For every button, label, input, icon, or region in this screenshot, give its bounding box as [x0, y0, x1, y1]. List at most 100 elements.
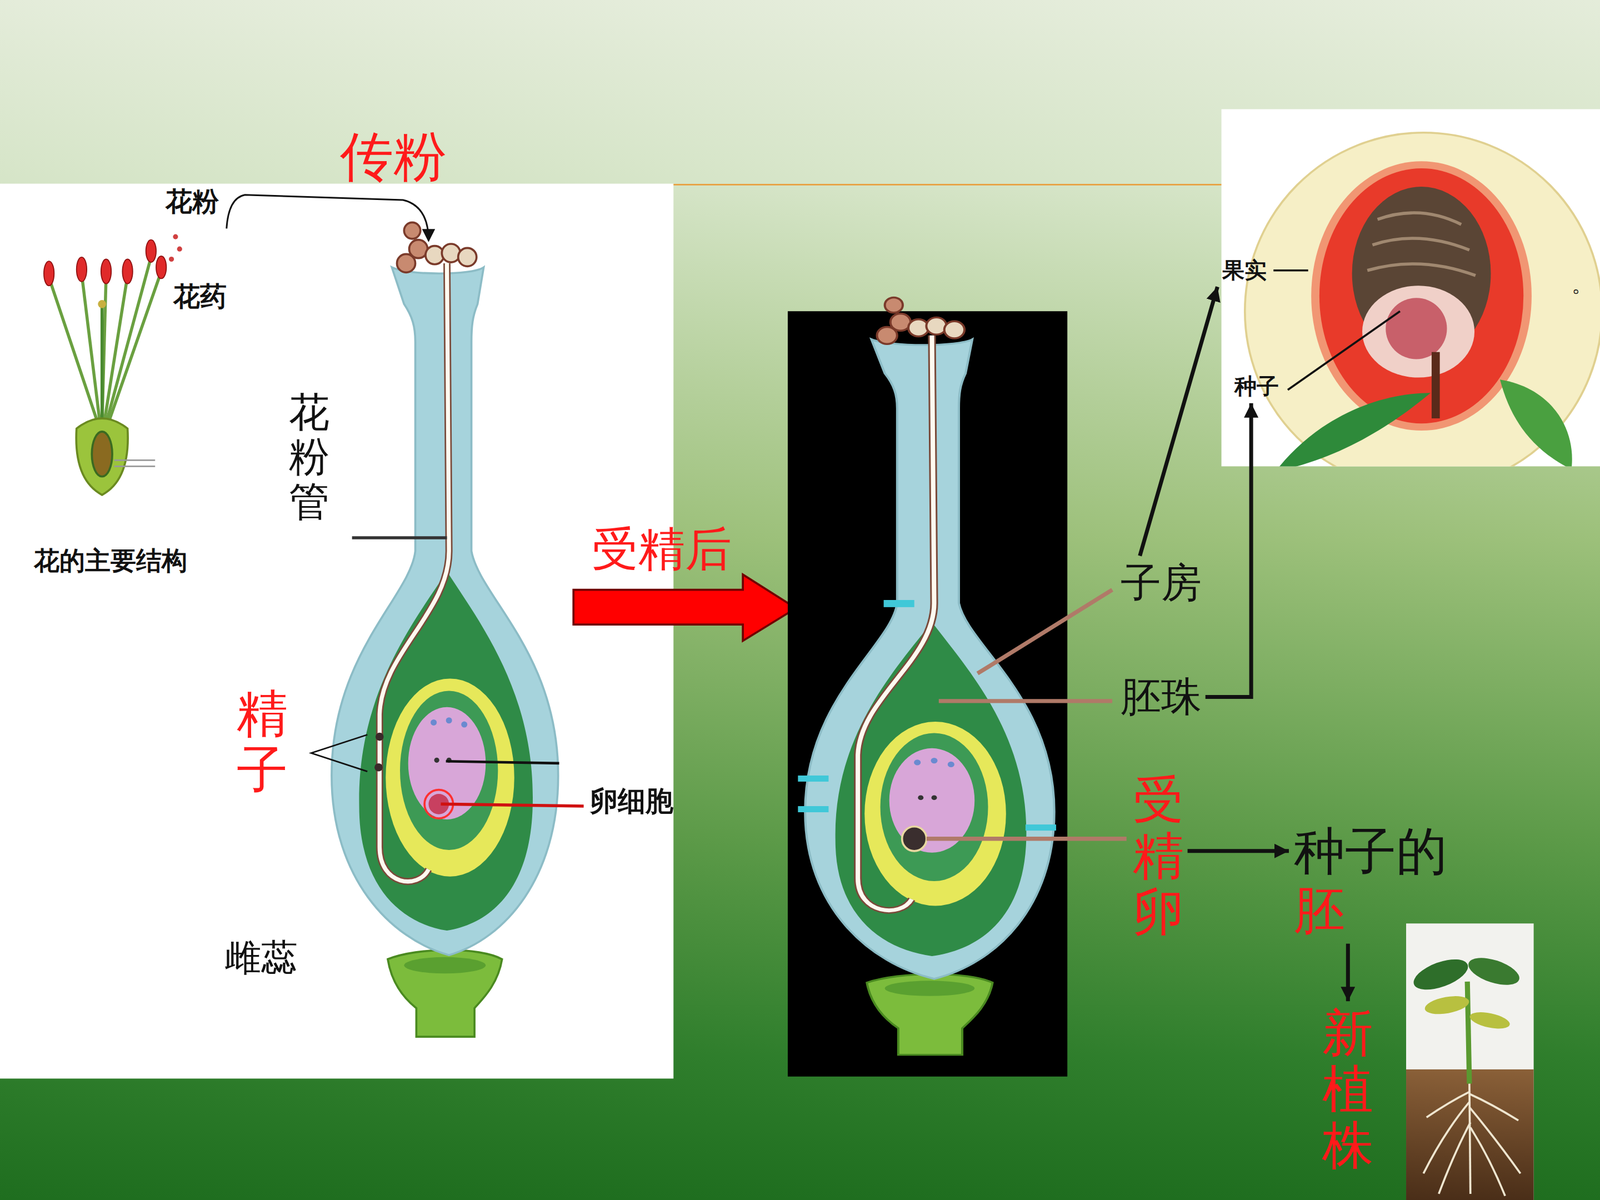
left-panel [0, 183, 674, 1079]
pistil-fertilized [797, 775, 829, 782]
seedling-photo [1406, 923, 1534, 1200]
part-label: 雌蕊 [224, 936, 298, 979]
leader-lines-left [352, 536, 448, 540]
peach-figure [1275, 392, 1431, 467]
text-node: 子房 [1118, 557, 1204, 608]
node-text: 新植株 [1322, 1005, 1374, 1174]
part-label: 精子 [236, 685, 288, 798]
flower-illustration [114, 459, 155, 462]
flower-illustration [76, 257, 87, 282]
part-label: 。 [1571, 273, 1593, 297]
leader-lines-left [311, 734, 368, 772]
flower-illustration [122, 259, 133, 284]
pistil-fertilized [805, 297, 1055, 1055]
block-arrow [573, 574, 796, 641]
text-node: 种子 [1232, 371, 1281, 401]
flow-arrow [1187, 848, 1289, 853]
flower-illustration [48, 257, 162, 434]
seedling-photo [1406, 1069, 1534, 1200]
seedling-photo [1469, 1093, 1519, 1121]
leader-lines-middle [938, 698, 1113, 703]
part-label: 花粉管 [288, 390, 330, 525]
leader-lines-left [446, 761, 560, 764]
flower-illustration [101, 259, 112, 284]
node-text: 种子的 [1293, 822, 1448, 882]
flower-illustration [76, 418, 128, 495]
flow-arrow [1140, 286, 1218, 556]
pistil-left [331, 222, 559, 1037]
node-text: 胚 [1293, 881, 1448, 940]
seedling-photo [1470, 1127, 1505, 1197]
peach-figure [1367, 212, 1476, 276]
flower-illustration [81, 273, 100, 424]
seedling-photo [1410, 953, 1473, 997]
pistil-fertilized [805, 297, 1055, 1055]
node-text: 受精卵 [1132, 771, 1184, 940]
peach-figure [1287, 311, 1400, 390]
peach-figure [1245, 132, 1600, 467]
part-label: 卵细胞 [590, 785, 674, 818]
leader-lines-middle [926, 590, 1127, 839]
pistil-fertilized [883, 600, 915, 608]
part-label: 花的主要结构 [33, 546, 188, 576]
flower-illustration [43, 240, 167, 287]
seedling-photo [1438, 1122, 1471, 1194]
peach-figure [1273, 269, 1308, 272]
pistil-fertilized [797, 297, 1057, 1055]
part-label: 花药 [173, 281, 227, 313]
peach-figure [1362, 285, 1475, 378]
peach-figure [1221, 109, 1600, 490]
flower-illustration [43, 234, 183, 495]
flow-arrow [1205, 403, 1252, 698]
node-text: 胚珠 [1120, 673, 1202, 720]
flower-illustration [108, 271, 162, 424]
flow-arrow [1346, 943, 1350, 1002]
pistil-fertilized [797, 806, 829, 813]
part-label: 传粉 [340, 126, 447, 188]
peach-figure [1431, 352, 1440, 419]
flower-illustration [43, 261, 54, 286]
seedling-photo [1469, 1083, 1471, 1194]
flower-illustration [100, 306, 104, 434]
pistil-left [331, 222, 559, 1037]
leader-lines-left [311, 537, 584, 807]
flower-illustration [156, 256, 167, 279]
peach-figure [1319, 168, 1524, 424]
flower-illustration [172, 234, 178, 240]
flower-illustration [97, 300, 107, 309]
seedling-photo [1465, 952, 1523, 991]
flower-illustration [114, 465, 155, 468]
leader-lines-left [440, 803, 584, 807]
text-node: 胚珠 [1118, 671, 1204, 722]
leader-lines-middle [977, 590, 1113, 674]
peach-figure [1385, 297, 1447, 359]
node-text: 子房 [1120, 559, 1202, 607]
flower-illustration [106, 257, 152, 424]
text-node: 种子的胚 [1292, 820, 1449, 942]
pistil-left [375, 732, 384, 742]
pistil-left [374, 763, 383, 772]
text-node: 果实 [1220, 255, 1269, 285]
node-text: 果实 [1222, 257, 1267, 283]
seedling-photo [1423, 993, 1471, 1018]
pistil-fertilized [1025, 824, 1057, 831]
flower-illustration [91, 431, 113, 477]
text-node: 受精卵 [1131, 770, 1186, 942]
seedling-photo [1426, 1091, 1470, 1118]
seedling-photo [1406, 923, 1534, 1200]
seedling-photo [1468, 1009, 1512, 1032]
seedling-photo [1467, 981, 1470, 1084]
peach-figure [1245, 132, 1600, 467]
flower-illustration [146, 240, 157, 263]
flower-illustration [177, 246, 183, 252]
peach-figure [1311, 161, 1532, 431]
pistil-fertilized [902, 826, 927, 852]
part-label: 花粉 [165, 186, 219, 218]
flower-illustration [168, 256, 174, 262]
peach-figure [1500, 379, 1573, 467]
leader-lines-middle [926, 836, 1127, 841]
seedling-photo [1423, 1083, 1520, 1197]
node-text: 种子 [1234, 373, 1279, 399]
text-node: 新植株 [1320, 1003, 1375, 1175]
